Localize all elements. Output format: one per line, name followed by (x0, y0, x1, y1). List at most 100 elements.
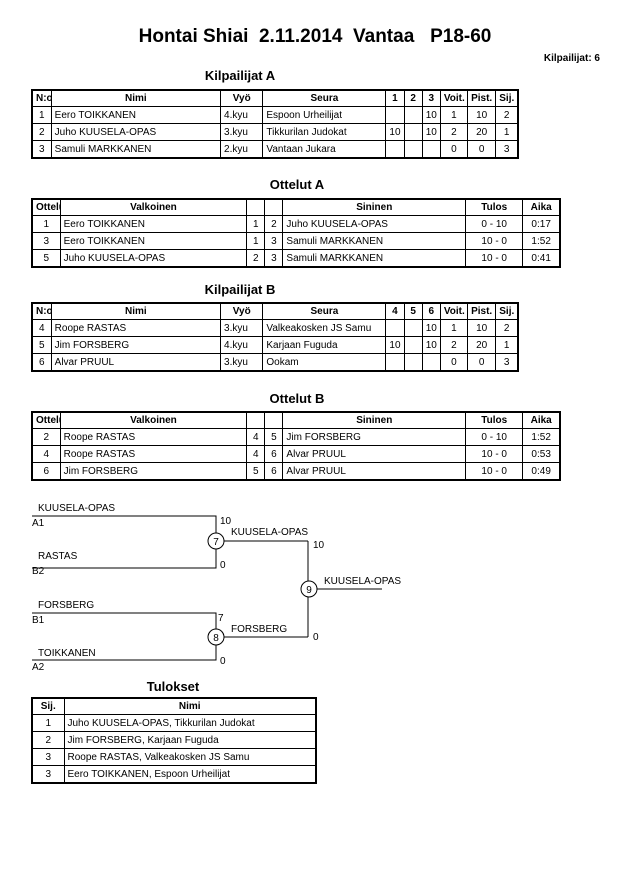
table-row: 1 Juho KUUSELA-OPAS, Tikkurilan Judokat (31, 714, 317, 732)
bracket-seed: A1 (32, 518, 45, 529)
match-circle (300, 580, 318, 598)
table-header-row: Ottelu Valkoinen Sininen Tulos Aika (31, 198, 561, 216)
table-row: 4 Roope RASTAS 4 6 Alvar PRUUL 10 - 0 0:… (31, 445, 561, 463)
competitors-count: Kilpailijat: 6 (543, 53, 600, 64)
matches-b-title: Ottelut B (269, 391, 325, 406)
bracket-name: RASTAS (38, 551, 78, 562)
match-number: 9 (306, 585, 312, 596)
cell: 2 (439, 123, 469, 141)
cell: 2.kyu (220, 140, 264, 159)
match-number: 7 (213, 537, 219, 548)
header-cell: N:o (31, 302, 52, 320)
table-row: 1 Eero TOIKKANEN 1 2 Juho KUUSELA-OPAS 0… (31, 215, 561, 233)
cell: 0 (467, 140, 497, 159)
table-row: 3 Eero TOIKKANEN, Espoon Urheilijat (31, 765, 317, 784)
bracket-name: FORSBERG (38, 600, 94, 611)
pool-a-table: N:o Nimi Vyö Seura 1 2 3 Voit. Pist. Sij… (31, 89, 519, 159)
table-header-row: Ottelu Valkoinen Sininen Tulos Aika (31, 411, 561, 429)
bracket-score: 10 (313, 540, 325, 551)
cell: 10 (385, 123, 405, 141)
cell: Juho KUUSELA-OPAS (59, 249, 248, 268)
cell: Jim FORSBERG, Karjaan Fuguda (63, 731, 317, 749)
cell: 3.kyu (220, 123, 264, 141)
bracket-final-winner: KUUSELA-OPAS (324, 576, 401, 587)
table-row: 3 Samuli MARKKANEN 2.kyu Vantaan Jukara … (31, 140, 519, 159)
cell: 0:49 (522, 462, 561, 481)
cell: Samuli MARKKANEN (50, 140, 222, 159)
cell: Alvar PRUUL (282, 462, 467, 481)
cell: Roope RASTAS, Valkeakosken JS Samu (63, 748, 317, 766)
bracket-name: TOIKKANEN (38, 648, 96, 659)
page-title: Hontai Shiai 2.11.2014 Vantaa P18-60 (138, 26, 492, 47)
cell: 1 (31, 714, 65, 732)
table-row: 3 Roope RASTAS, Valkeakosken JS Samu (31, 748, 317, 766)
cell: 5 (264, 428, 284, 446)
table-row: 5 Jim FORSBERG 4.kyu Karjaan Fuguda 10 1… (31, 336, 519, 354)
cell: 3 (31, 765, 65, 784)
table-row: 4 Roope RASTAS 3.kyu Valkeakosken JS Sam… (31, 319, 519, 337)
cell: 0 (439, 140, 469, 159)
cell: 3 (495, 353, 519, 372)
cell: 5 (31, 249, 61, 268)
bracket-seed: B1 (32, 615, 45, 626)
cell: 2 (31, 123, 52, 141)
cell: 0 (439, 353, 469, 372)
pool-b-table: N:o Nimi Vyö Seura 4 5 6 Voit. Pist. Sij… (31, 302, 519, 372)
cell: 6 (31, 353, 52, 372)
cell: 1 (495, 336, 519, 354)
cell: 4.kyu (220, 336, 264, 354)
match-circle (207, 532, 225, 550)
cell: 2 (31, 731, 65, 749)
bracket-score: 0 (220, 656, 226, 667)
bracket-seed: A2 (32, 662, 45, 673)
bracket-winner: FORSBERG (231, 624, 287, 635)
results-table: Sij. Nimi 1 Juho KUUSELA-OPAS, Tikkurila… (31, 697, 317, 784)
pool-a-title: Kilpailijat A (204, 68, 276, 83)
cell: 1:52 (522, 232, 561, 250)
bracket-score: 0 (313, 632, 319, 643)
table-row: 3 Eero TOIKKANEN 1 3 Samuli MARKKANEN 10… (31, 232, 561, 250)
table-row: 2 Juho KUUSELA-OPAS 3.kyu Tikkurilan Jud… (31, 123, 519, 141)
cell: 6 (264, 445, 284, 463)
table-row: 1 Eero TOIKKANEN 4.kyu Espoon Urheilijat… (31, 106, 519, 124)
matches-a-title: Ottelut A (269, 177, 325, 192)
cell: 5 (31, 336, 52, 354)
bracket-score: 0 (220, 560, 226, 571)
bracket-name: KUUSELA-OPAS (38, 503, 115, 514)
cell: 3 (264, 232, 284, 250)
bracket-winner: KUUSELA-OPAS (231, 527, 308, 538)
bracket-score: 7 (218, 613, 224, 624)
bracket-score: 10 (220, 516, 232, 527)
cell: 0:53 (522, 445, 561, 463)
cell: 0:41 (522, 249, 561, 268)
matches-a-table: Ottelu Valkoinen Sininen Tulos Aika 1 Ee… (31, 198, 561, 268)
cell: 3 (31, 232, 61, 250)
header-cell: Aika (522, 198, 561, 216)
match-number: 8 (213, 633, 219, 644)
cell: 6 (264, 462, 284, 481)
cell: 6 (31, 462, 61, 481)
cell: 3 (264, 249, 284, 268)
results-title: Tulokset (146, 679, 200, 694)
cell: Juho KUUSELA-OPAS (50, 123, 222, 141)
cell: 4 (31, 445, 61, 463)
header-cell: Sij. (31, 697, 65, 715)
header-cell: Nimi (63, 697, 317, 715)
cell: Eero TOIKKANEN, Espoon Urheilijat (63, 765, 317, 784)
pool-b-title: Kilpailijat B (204, 282, 276, 297)
table-row: 2 Jim FORSBERG, Karjaan Fuguda (31, 731, 317, 749)
table-row: 5 Juho KUUSELA-OPAS 2 3 Samuli MARKKANEN… (31, 249, 561, 268)
cell: 3 (31, 748, 65, 766)
cell: Juho KUUSELA-OPAS, Tikkurilan Judokat (63, 714, 317, 732)
match-circle (207, 628, 225, 646)
matches-b-table: Ottelu Valkoinen Sininen Tulos Aika 2 Ro… (31, 411, 561, 481)
header-cell: Ottelu (31, 411, 61, 429)
table-header-row: Sij. Nimi (31, 697, 317, 715)
cell: Alvar PRUUL (50, 353, 222, 372)
bracket-seed: B2 (32, 566, 45, 577)
table-row: 6 Alvar PRUUL 3.kyu Ookam 0 0 3 (31, 353, 519, 372)
cell: 2 (495, 319, 519, 337)
cell: 2 (439, 336, 469, 354)
header-cell: Sij. (495, 89, 519, 107)
